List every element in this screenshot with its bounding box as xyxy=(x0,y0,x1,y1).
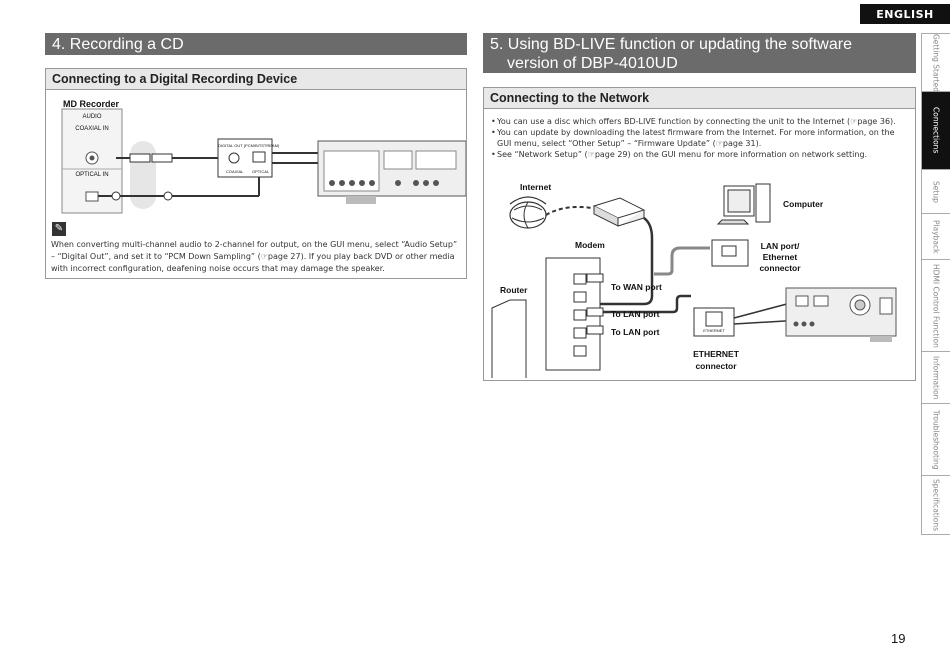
tab-label: Information xyxy=(931,355,941,400)
coax-plug-left xyxy=(129,153,151,163)
tab-troubleshooting[interactable]: Troubleshooting xyxy=(921,403,950,475)
recording-note: When converting multi-channel audio to 2… xyxy=(51,240,458,273)
digital-recording-diagram xyxy=(61,108,466,214)
bullet-item: See “Network Setup” (☞page 29) on the GU… xyxy=(491,149,909,160)
subsection-title: Connecting to a Digital Recording Device xyxy=(46,69,466,90)
subsection-title: Connecting to the Network xyxy=(484,88,915,109)
network-diagram xyxy=(491,183,897,378)
section-title-line1: 5. Using BD-LIVE function or updating th… xyxy=(490,36,852,53)
tab-setup[interactable]: Setup xyxy=(921,169,950,213)
tab-label: Specifications xyxy=(931,478,941,532)
network-panel: Connecting to the Network You can use a … xyxy=(483,87,916,381)
section-title-line2: version of DBP-4010UD xyxy=(507,55,678,72)
tab-playback[interactable]: Playback xyxy=(921,213,950,259)
section-title-bd-live: 5. Using BD-LIVE function or updating th… xyxy=(483,33,916,73)
page-number: 19 xyxy=(891,631,906,646)
router-label: Router xyxy=(500,285,528,295)
digital-recording-panel: Connecting to a Digital Recording Device xyxy=(45,68,467,279)
router-icon xyxy=(491,299,527,378)
ethernet-label-2: connector xyxy=(695,361,737,371)
tab-label: Connections xyxy=(931,107,941,154)
tab-label: Playback xyxy=(931,219,941,254)
ethernet-small-label: ETHERNET xyxy=(703,328,725,333)
lan-port-label-2: Ethernet xyxy=(762,252,798,262)
tab-connections[interactable]: Connections xyxy=(921,91,950,169)
note-pencil-icon: ✎ xyxy=(52,222,66,236)
side-tab-nav: Getting Started Connections Setup Playba… xyxy=(921,33,950,535)
bullet-item: You can update by downloading the latest… xyxy=(491,127,909,149)
digital-out-label: DIGITAL OUT (PCM/BITSTREAM) xyxy=(218,143,280,148)
internet-label: Internet xyxy=(520,182,552,192)
tab-label: HDMI Control Function xyxy=(931,263,941,348)
to-lan-label-1: To LAN port xyxy=(611,309,660,319)
tab-label: Getting Started xyxy=(931,33,941,92)
tab-information[interactable]: Information xyxy=(921,351,950,403)
tab-label: Troubleshooting xyxy=(931,409,941,470)
optical-label: OPTICAL xyxy=(252,169,270,174)
lan-port-label-3: connector xyxy=(759,263,801,273)
tab-getting-started[interactable]: Getting Started xyxy=(921,33,950,92)
computer-label: Computer xyxy=(783,199,824,209)
optical-in-label: OPTICAL IN xyxy=(75,172,109,178)
optical-jack xyxy=(85,191,99,202)
lan-port-label-1: LAN port/ xyxy=(760,241,800,251)
audio-label: AUDIO xyxy=(82,114,102,120)
modem-label: Modem xyxy=(575,240,605,250)
to-wan-label: To WAN port xyxy=(611,282,662,292)
computer-tower-icon xyxy=(755,183,771,223)
section-title-recording-cd: 4. Recording a CD xyxy=(45,33,467,55)
tab-specifications[interactable]: Specifications xyxy=(921,475,950,535)
network-bullets: You can use a disc which offers BD-LIVE … xyxy=(491,116,909,160)
ethernet-label-1: ETHERNET xyxy=(693,349,739,359)
to-lan-label-2: To LAN port xyxy=(611,327,660,337)
coaxial-label: COAXIAL xyxy=(226,169,244,174)
language-badge: ENGLISH xyxy=(860,4,950,24)
cable-shade xyxy=(130,141,156,209)
tab-hdmi-control[interactable]: HDMI Control Function xyxy=(921,259,950,351)
md-recorder-label: MD Recorder xyxy=(63,99,120,109)
coax-plug-right xyxy=(151,153,173,163)
tab-label: Setup xyxy=(931,180,941,203)
bullet-item: You can use a disc which offers BD-LIVE … xyxy=(491,116,909,127)
coaxial-in-label: COAXIAL IN xyxy=(75,126,109,132)
